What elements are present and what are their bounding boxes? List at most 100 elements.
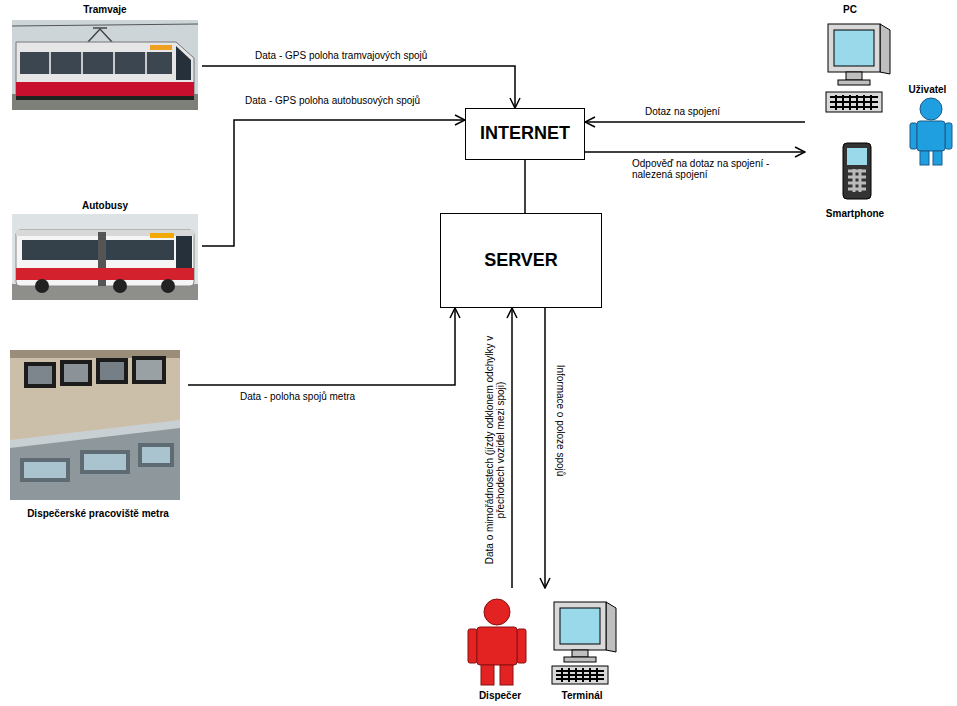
- flow-arrow: [202, 120, 465, 246]
- monitor-screen: [100, 362, 124, 380]
- flow-arrow: [511, 308, 513, 588]
- photo-ground: [12, 94, 198, 110]
- edge-label: Data - poloha spojů metra: [240, 391, 355, 402]
- photo-caption: Autobusy: [8, 200, 202, 302]
- person-arm: [945, 123, 952, 149]
- flow-arrow: [585, 121, 805, 123]
- caption-text: Autobusy: [82, 200, 128, 212]
- monitor-base: [838, 80, 870, 85]
- terminal-icon: [552, 602, 616, 684]
- tram-windshield: [176, 46, 191, 80]
- person-figure: Dispečer: [462, 588, 538, 702]
- user-figure: [910, 98, 952, 165]
- wall-monitor: [24, 362, 56, 388]
- destination-display: [150, 45, 172, 50]
- edge-label-box: Odpověď na dotaz na spojení - nalezená s…: [632, 158, 797, 180]
- tram-windows: [20, 52, 172, 74]
- desk-console: [20, 458, 70, 482]
- monitor-screen: [28, 366, 52, 384]
- bus-body: [16, 230, 194, 286]
- monitor-screen: [136, 360, 162, 380]
- caption-text: Dispečerské pracoviště metra: [27, 508, 169, 520]
- wall-monitor: [132, 356, 166, 384]
- flow-arrow: [188, 308, 455, 385]
- person-figure: Uživatel: [900, 84, 955, 168]
- person-leg: [920, 151, 929, 165]
- person-body: [477, 627, 517, 665]
- smartphone-icon: [843, 143, 871, 199]
- photo-wall: [10, 350, 180, 500]
- person-arm: [517, 629, 526, 663]
- photo-sky: [12, 20, 198, 110]
- keyboard: [552, 666, 608, 684]
- caption-text: Dispečer: [479, 690, 521, 702]
- phone-keypad: [848, 169, 866, 192]
- person-leg: [500, 665, 513, 685]
- monitor-screen: [560, 608, 600, 644]
- dispatch-photo: [10, 350, 180, 500]
- box-label: SERVER: [484, 250, 558, 272]
- device-icon: Smartphone: [805, 138, 905, 220]
- device-icon: PC: [805, 4, 895, 124]
- edge-label-box: Data o mimořádnostech (jízdy odklonem od…: [484, 320, 506, 580]
- destination-display: [150, 233, 174, 238]
- keyboard: [826, 92, 882, 112]
- box-label: INTERNET: [480, 123, 570, 145]
- monitor-stand: [846, 72, 862, 80]
- device-icon: Terminál: [540, 588, 624, 702]
- monitor-stand: [572, 650, 588, 657]
- desk-console: [138, 443, 174, 467]
- flow-arrow: [544, 308, 546, 588]
- flow-arrow: [202, 66, 515, 108]
- caption-text: Tramvaje: [83, 4, 126, 16]
- edge-label: Data - GPS poloha autobusových spojů: [245, 95, 420, 106]
- monitor-screen: [64, 364, 88, 382]
- bus-wheel: [161, 279, 175, 293]
- console-screen: [84, 454, 126, 470]
- bus-wheel: [113, 279, 127, 293]
- edge-label-box: Data - GPS poloha autobusových spojů: [245, 95, 420, 106]
- tram-red-band: [16, 82, 194, 96]
- dispatcher-figure: [468, 599, 526, 685]
- tram-bogies: [16, 96, 194, 100]
- bus-red-band: [16, 268, 194, 280]
- monitor-frame: [554, 602, 606, 650]
- console-screen: [24, 462, 66, 478]
- monitor-frame: [828, 24, 880, 72]
- window-frames: [50, 52, 146, 74]
- bus-photo: [12, 214, 198, 300]
- flow-arrow: [585, 151, 805, 153]
- desk-console: [80, 450, 130, 474]
- person-head: [484, 599, 510, 625]
- person-leg: [481, 665, 494, 685]
- edge-label-box: Data - GPS poloha tramvajových spojů: [255, 50, 427, 61]
- console-screen: [142, 447, 170, 463]
- tram-body: [16, 42, 194, 98]
- network-box: INTERNET: [465, 108, 585, 160]
- person-arm: [910, 123, 917, 149]
- server-box: SERVER: [440, 213, 602, 308]
- caption-text: Uživatel: [909, 84, 947, 96]
- edge-label-box: Informace o poloze spojů: [555, 350, 566, 490]
- edge-label: Data o mimořádnostech (jízdy odklonem od…: [484, 320, 506, 580]
- wall-monitor: [60, 360, 92, 386]
- edge-label-box: Dotaz na spojení: [645, 106, 720, 117]
- keyboard-keys: [830, 95, 878, 110]
- tram-photo: [12, 20, 198, 110]
- wall-monitor: [96, 358, 128, 384]
- overhead-wire: [12, 24, 198, 26]
- person-body: [917, 121, 945, 151]
- photo-caption: Dispečerské pracoviště metra: [8, 348, 188, 520]
- photo-sky: [12, 214, 198, 300]
- person-head: [920, 98, 942, 120]
- pantograph: [93, 27, 107, 29]
- flow-arrow: [524, 160, 526, 213]
- edge-label: Informace o poloze spojů: [555, 350, 566, 490]
- photo-caption: Tramvaje: [8, 4, 202, 112]
- pantograph: [88, 29, 112, 42]
- person-leg: [933, 151, 942, 165]
- edge-label: Odpověď na dotaz na spojení - nalezená s…: [632, 158, 797, 180]
